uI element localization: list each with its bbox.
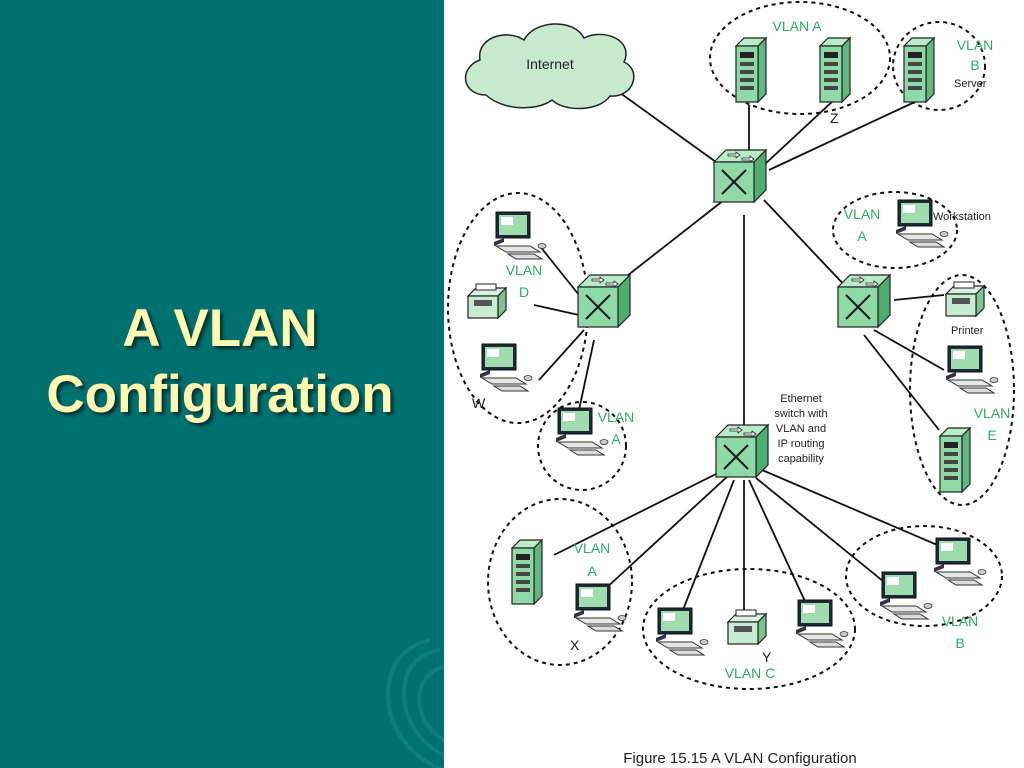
slide-left-panel: A VLAN Configuration [0,0,444,768]
switch-left [577,274,631,328]
workstation-icon-w [479,343,533,392]
workstation-icon-vlan-c-1 [655,607,709,656]
point-label-x: X [570,637,580,653]
switch-description-line-4: IP routing [778,438,825,450]
central-switch-top [713,149,767,203]
vlan-e-group [909,274,1015,506]
slide-title-line-1: A VLAN [122,299,318,358]
workstation-icon-vlan-d-1 [493,211,547,260]
internet-cloud: Internet [464,23,635,110]
vlan-a-bottom-label-line-2: A [587,563,597,579]
vlan-d-label-line-2: D [519,284,529,300]
vlan-a-ws-label-line-1: VLAN [844,206,881,222]
printer-icon-vlan-e [945,281,985,317]
switch-description: Ethernet switch with VLAN and IP routing… [774,393,827,465]
vlan-a-left-label-line-2: A [611,431,621,447]
workstation-icon-vlan-c-2 [795,599,849,648]
vlan-d-label-line-1: VLAN [506,262,543,278]
workstation-icon-vlan-e [945,345,999,394]
figure-caption: Figure 15.15 A VLAN Configuration [623,750,856,767]
vlan-a-ws-label-line-2: A [857,228,867,244]
vlan-b-bottom-label-line-1: VLAN [942,613,979,629]
vlan-a-left-label-line-1: VLAN [598,409,635,425]
vlan-e-label-line-1: VLAN [974,405,1011,421]
vlan-c-group [642,568,856,690]
vlan-b-top-label-line-2: B [970,57,979,73]
server-icon-vlan-a-2 [819,37,851,103]
switch-bottom [715,424,769,478]
workstation-icon-vlan-b-1 [879,571,933,620]
decorative-swirl [385,638,444,768]
switch-description-line-1: Ethernet [780,393,822,405]
server-icon-vlan-e [939,427,971,493]
vlan-a-top-group [709,1,891,115]
vlan-a-workstation-group [832,191,958,269]
figure-area: Internet VLAN A VLAN B VLAN A VLAN D VLA… [444,0,1024,768]
switch-description-line-2: switch with [774,408,827,420]
vlan-b-bottom-group [845,525,1003,627]
point-label-z: Z [830,110,839,126]
vlan-b-bottom-label-line-2: B [955,635,964,651]
server-icon-vlan-a-1 [735,37,767,103]
slide-title-line-2: Configuration [46,365,394,424]
printer-label: Printer [951,325,984,337]
vlan-b-top-group [892,21,986,111]
switch-description-line-5: capability [778,453,824,465]
connection-lines [533,89,950,621]
point-label-y: Y [762,649,772,665]
printer-icon-y [727,609,767,645]
vlan-b-top-label-line-1: VLAN [957,37,994,53]
slide-title: A VLAN Configuration [0,296,440,428]
server-icon-vlan-b [903,37,935,103]
vlan-a-top-label: VLAN A [772,18,822,34]
vlan-a-bottom-label-line-1: VLAN [574,540,611,556]
vlan-e-label-line-2: E [987,427,996,443]
point-label-w: W [472,395,486,411]
workstation-icon-vlan-b-2 [933,537,987,586]
server-icon-vlan-a-bottom [511,539,543,605]
vlan-c-label: VLAN C [725,665,776,681]
workstation-icon-x [573,583,627,632]
internet-label: Internet [526,56,574,72]
vlan-network-diagram: Internet VLAN A VLAN B VLAN A VLAN D VLA… [447,1,1015,767]
server-label: Server [954,78,987,90]
workstation-icon-vlan-a [895,199,949,248]
workstation-label: Workstation [933,211,991,223]
vlan-a-bottom-group [487,498,633,666]
vlan-a-left-group [537,401,627,491]
printer-icon-vlan-d [467,283,507,319]
switch-description-line-3: VLAN and [776,423,826,435]
switch-right [837,274,891,328]
